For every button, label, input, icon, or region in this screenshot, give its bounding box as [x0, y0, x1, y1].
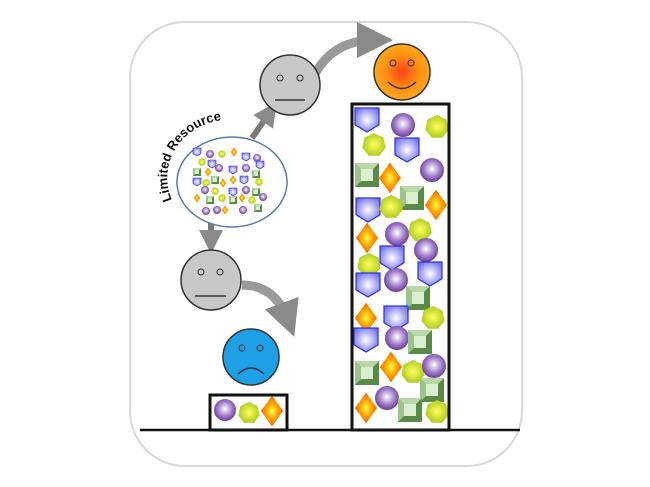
orange-diamond	[425, 189, 447, 221]
lime-heptagon	[218, 150, 226, 158]
neutral-face-left	[180, 249, 242, 311]
sad-face	[222, 328, 280, 386]
orange-diamond	[380, 351, 402, 383]
green-bevel-square	[400, 186, 424, 210]
green-bevel-square	[355, 361, 379, 385]
blue-pentagon	[417, 261, 443, 287]
orange-diamond	[379, 162, 401, 194]
lime-heptagon	[198, 158, 206, 166]
green-bevel-square	[206, 196, 214, 204]
happy-face	[373, 43, 431, 101]
orange-diamond	[230, 147, 238, 157]
orange-diamond	[219, 178, 227, 188]
blue-pentagon	[355, 197, 381, 223]
purple-sphere	[253, 154, 261, 162]
blue-pentagon	[379, 245, 405, 271]
purple-sphere	[384, 268, 408, 292]
green-bevel-square	[408, 330, 432, 354]
blue-pentagon	[394, 137, 420, 163]
purple-sphere	[414, 238, 438, 262]
lime-heptagon	[255, 178, 263, 186]
blue-pentagon	[355, 272, 381, 298]
green-bevel-square	[252, 170, 260, 178]
large-share-shapes	[353, 107, 449, 424]
green-bevel-square	[229, 196, 237, 204]
orange-diamond	[229, 175, 237, 185]
blue-pentagon	[383, 305, 409, 331]
orange-diamond	[238, 193, 246, 203]
blue-pentagon	[192, 177, 202, 187]
orange-diamond	[261, 395, 283, 427]
orange-diamond	[355, 392, 377, 424]
blue-pentagon	[228, 165, 238, 175]
green-bevel-square	[406, 286, 430, 310]
small-share-shapes	[214, 395, 283, 427]
green-bevel-square	[420, 378, 444, 402]
blue-pentagon	[207, 159, 217, 169]
purple-sphere	[202, 207, 210, 215]
lime-heptagon	[202, 179, 210, 187]
lime-heptagon	[357, 253, 381, 276]
purple-sphere	[391, 113, 415, 137]
resource-pool-shapes	[192, 147, 267, 215]
lime-heptagon	[248, 196, 256, 204]
purple-sphere	[215, 164, 223, 172]
card-frame	[129, 21, 523, 467]
purple-sphere	[385, 326, 409, 350]
purple-sphere	[385, 222, 409, 246]
orange-diamond	[356, 222, 378, 254]
lime-heptagon	[362, 133, 386, 156]
neutral-face-top	[259, 54, 321, 116]
arrow-curve-bottom	[241, 280, 299, 337]
purple-sphere	[422, 354, 446, 378]
blue-pentagon	[255, 160, 265, 170]
purple-sphere	[206, 150, 214, 158]
lime-heptagon	[238, 402, 260, 423]
purple-sphere	[201, 186, 209, 194]
blue-pentagon	[353, 327, 379, 353]
green-bevel-square	[355, 163, 379, 187]
green-bevel-square	[254, 204, 262, 212]
purple-sphere	[420, 158, 444, 182]
arrow-up	[249, 102, 277, 140]
orange-diamond	[193, 193, 201, 203]
blue-pentagon	[354, 107, 380, 133]
green-bevel-square	[211, 176, 219, 184]
purple-sphere	[242, 186, 250, 194]
purple-sphere	[239, 206, 247, 214]
lime-heptagon	[379, 195, 403, 218]
blue-pentagon	[192, 147, 202, 157]
green-bevel-square	[193, 168, 201, 176]
green-bevel-square	[252, 188, 260, 196]
lime-heptagon	[218, 194, 226, 202]
orange-diamond	[355, 302, 377, 334]
blue-pentagon	[228, 187, 238, 197]
lime-heptagon	[211, 187, 219, 195]
orange-diamond	[204, 167, 212, 177]
lime-heptagon	[425, 115, 449, 138]
lime-heptagon	[425, 400, 449, 423]
lime-heptagon	[408, 218, 432, 241]
green-bevel-square	[398, 398, 422, 422]
purple-sphere	[375, 386, 399, 410]
purple-sphere	[259, 193, 267, 201]
purple-sphere	[214, 399, 236, 421]
purple-sphere	[242, 164, 250, 172]
blue-pentagon	[239, 175, 249, 185]
lime-heptagon	[421, 306, 445, 329]
orange-diamond	[221, 205, 229, 215]
lime-heptagon	[401, 360, 425, 383]
blue-pentagon	[241, 152, 251, 162]
purple-sphere	[213, 206, 221, 214]
